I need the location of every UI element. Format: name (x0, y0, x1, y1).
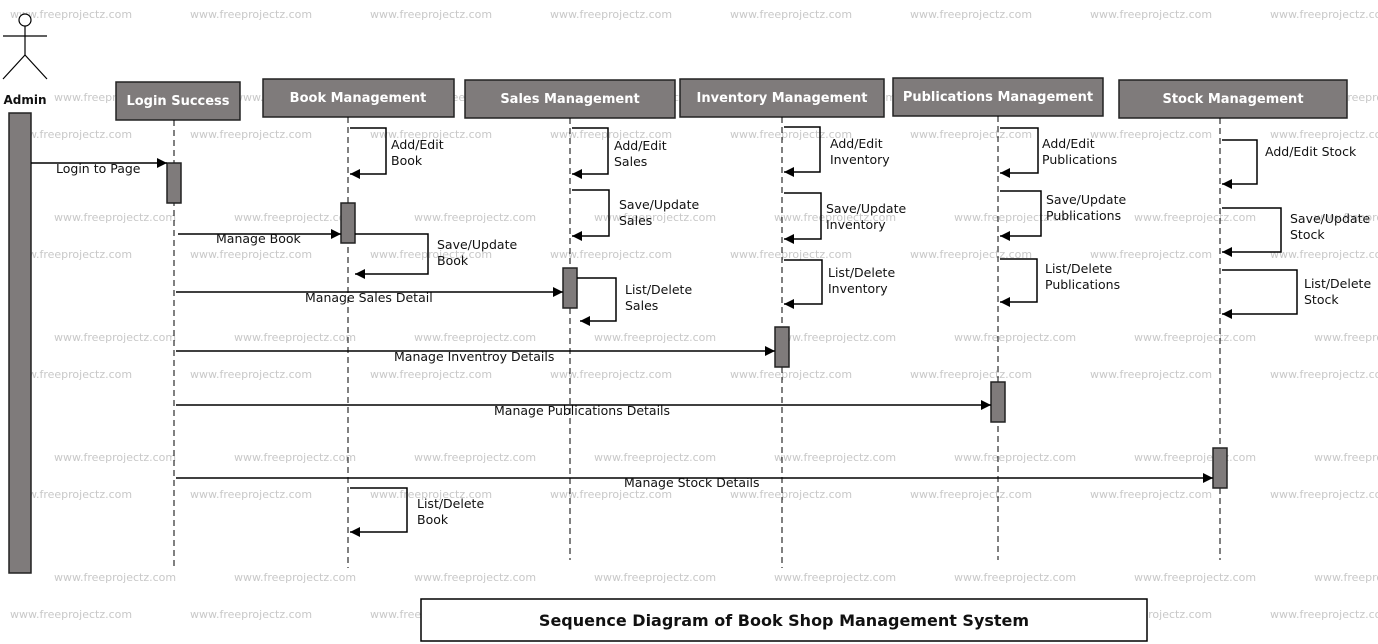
message-label: Manage Book (216, 231, 301, 246)
lifeline-header-label: Inventory Management (697, 91, 868, 106)
admin-activation-bar (8, 112, 32, 574)
message-label: Manage Sales Detail (305, 290, 433, 305)
message-label: Manage Inventroy Details (394, 349, 554, 364)
self-message-arrow (784, 126, 821, 177)
self-message-label: Add/Edit Stock (1265, 144, 1357, 159)
admin-actor: Admin (2, 13, 48, 107)
self-message-arrow (1000, 190, 1042, 241)
title-text: Sequence Diagram of Book Shop Management… (539, 611, 1029, 630)
activation-inventory (774, 326, 790, 368)
self-message-arrow (577, 277, 617, 326)
self-message-arrow (572, 189, 610, 241)
self-message-arrow (1222, 207, 1282, 257)
activation-book (340, 202, 356, 244)
title-box (420, 598, 1148, 642)
lifeline-publications: Publications Management (892, 77, 1104, 560)
self-message-arrow (350, 127, 387, 179)
actor-label: Admin (3, 93, 46, 107)
actor-leg-right (24, 54, 48, 80)
self-message-arrow (1222, 139, 1258, 189)
message-label: Manage Publications Details (494, 403, 670, 418)
message-manage-inventory: Manage Inventroy Details (176, 346, 775, 364)
self-message-arrow (350, 487, 408, 537)
self-message-arrow (1000, 258, 1038, 307)
lifeline-header-box (115, 81, 241, 121)
self-message-arrow (572, 127, 609, 179)
lifeline-header-box (679, 78, 885, 118)
lifeline-header-box (464, 79, 676, 119)
message-manage-book: Manage Book (178, 229, 341, 246)
lifeline-header-label: Stock Management (1162, 92, 1303, 107)
lifeline-header-box (1118, 79, 1348, 119)
lifeline-header-label: Publications Management (903, 90, 1093, 105)
lifeline-book: Book Management (262, 78, 455, 568)
self-message-arrow (1000, 127, 1039, 178)
message-label: Manage Stock Details (624, 475, 760, 490)
self-message-arrow (355, 233, 429, 279)
message-manage-publications: Manage Publications Details (176, 400, 991, 418)
lifeline-header-label: Book Management (290, 91, 427, 106)
self-message-stock-add-edit: Add/Edit Stock (1222, 139, 1357, 189)
message-label: Login to Page (56, 161, 141, 176)
activation-stock (1212, 447, 1228, 489)
self-message-arrow (784, 192, 822, 244)
self-message-arrow (784, 259, 823, 309)
diagram-title: Sequence Diagram of Book Shop Management… (420, 598, 1148, 642)
lifeline-header-label: Login Success (126, 94, 229, 109)
message-manage-sales: Manage Sales Detail (176, 287, 563, 305)
lifeline-sales: Sales Management (464, 79, 676, 560)
activation-publications (990, 381, 1006, 423)
message-manage-stock: Manage Stock Details (176, 473, 1213, 490)
lifeline-stock: Stock Management (1118, 79, 1348, 560)
lifeline-login: Login Success (115, 81, 241, 568)
actor-leg-left (2, 54, 26, 80)
activation-sales (562, 267, 578, 309)
activation-login (166, 162, 182, 204)
lifeline-inventory: Inventory Management (679, 78, 885, 568)
message-login-to-page: Login to Page (31, 158, 167, 176)
lifeline-header-box (262, 78, 455, 118)
self-message-arrow (1222, 269, 1298, 319)
lifeline-header-box (892, 77, 1104, 117)
actor-head-icon (18, 13, 32, 27)
lifeline-header-label: Sales Management (500, 92, 639, 107)
